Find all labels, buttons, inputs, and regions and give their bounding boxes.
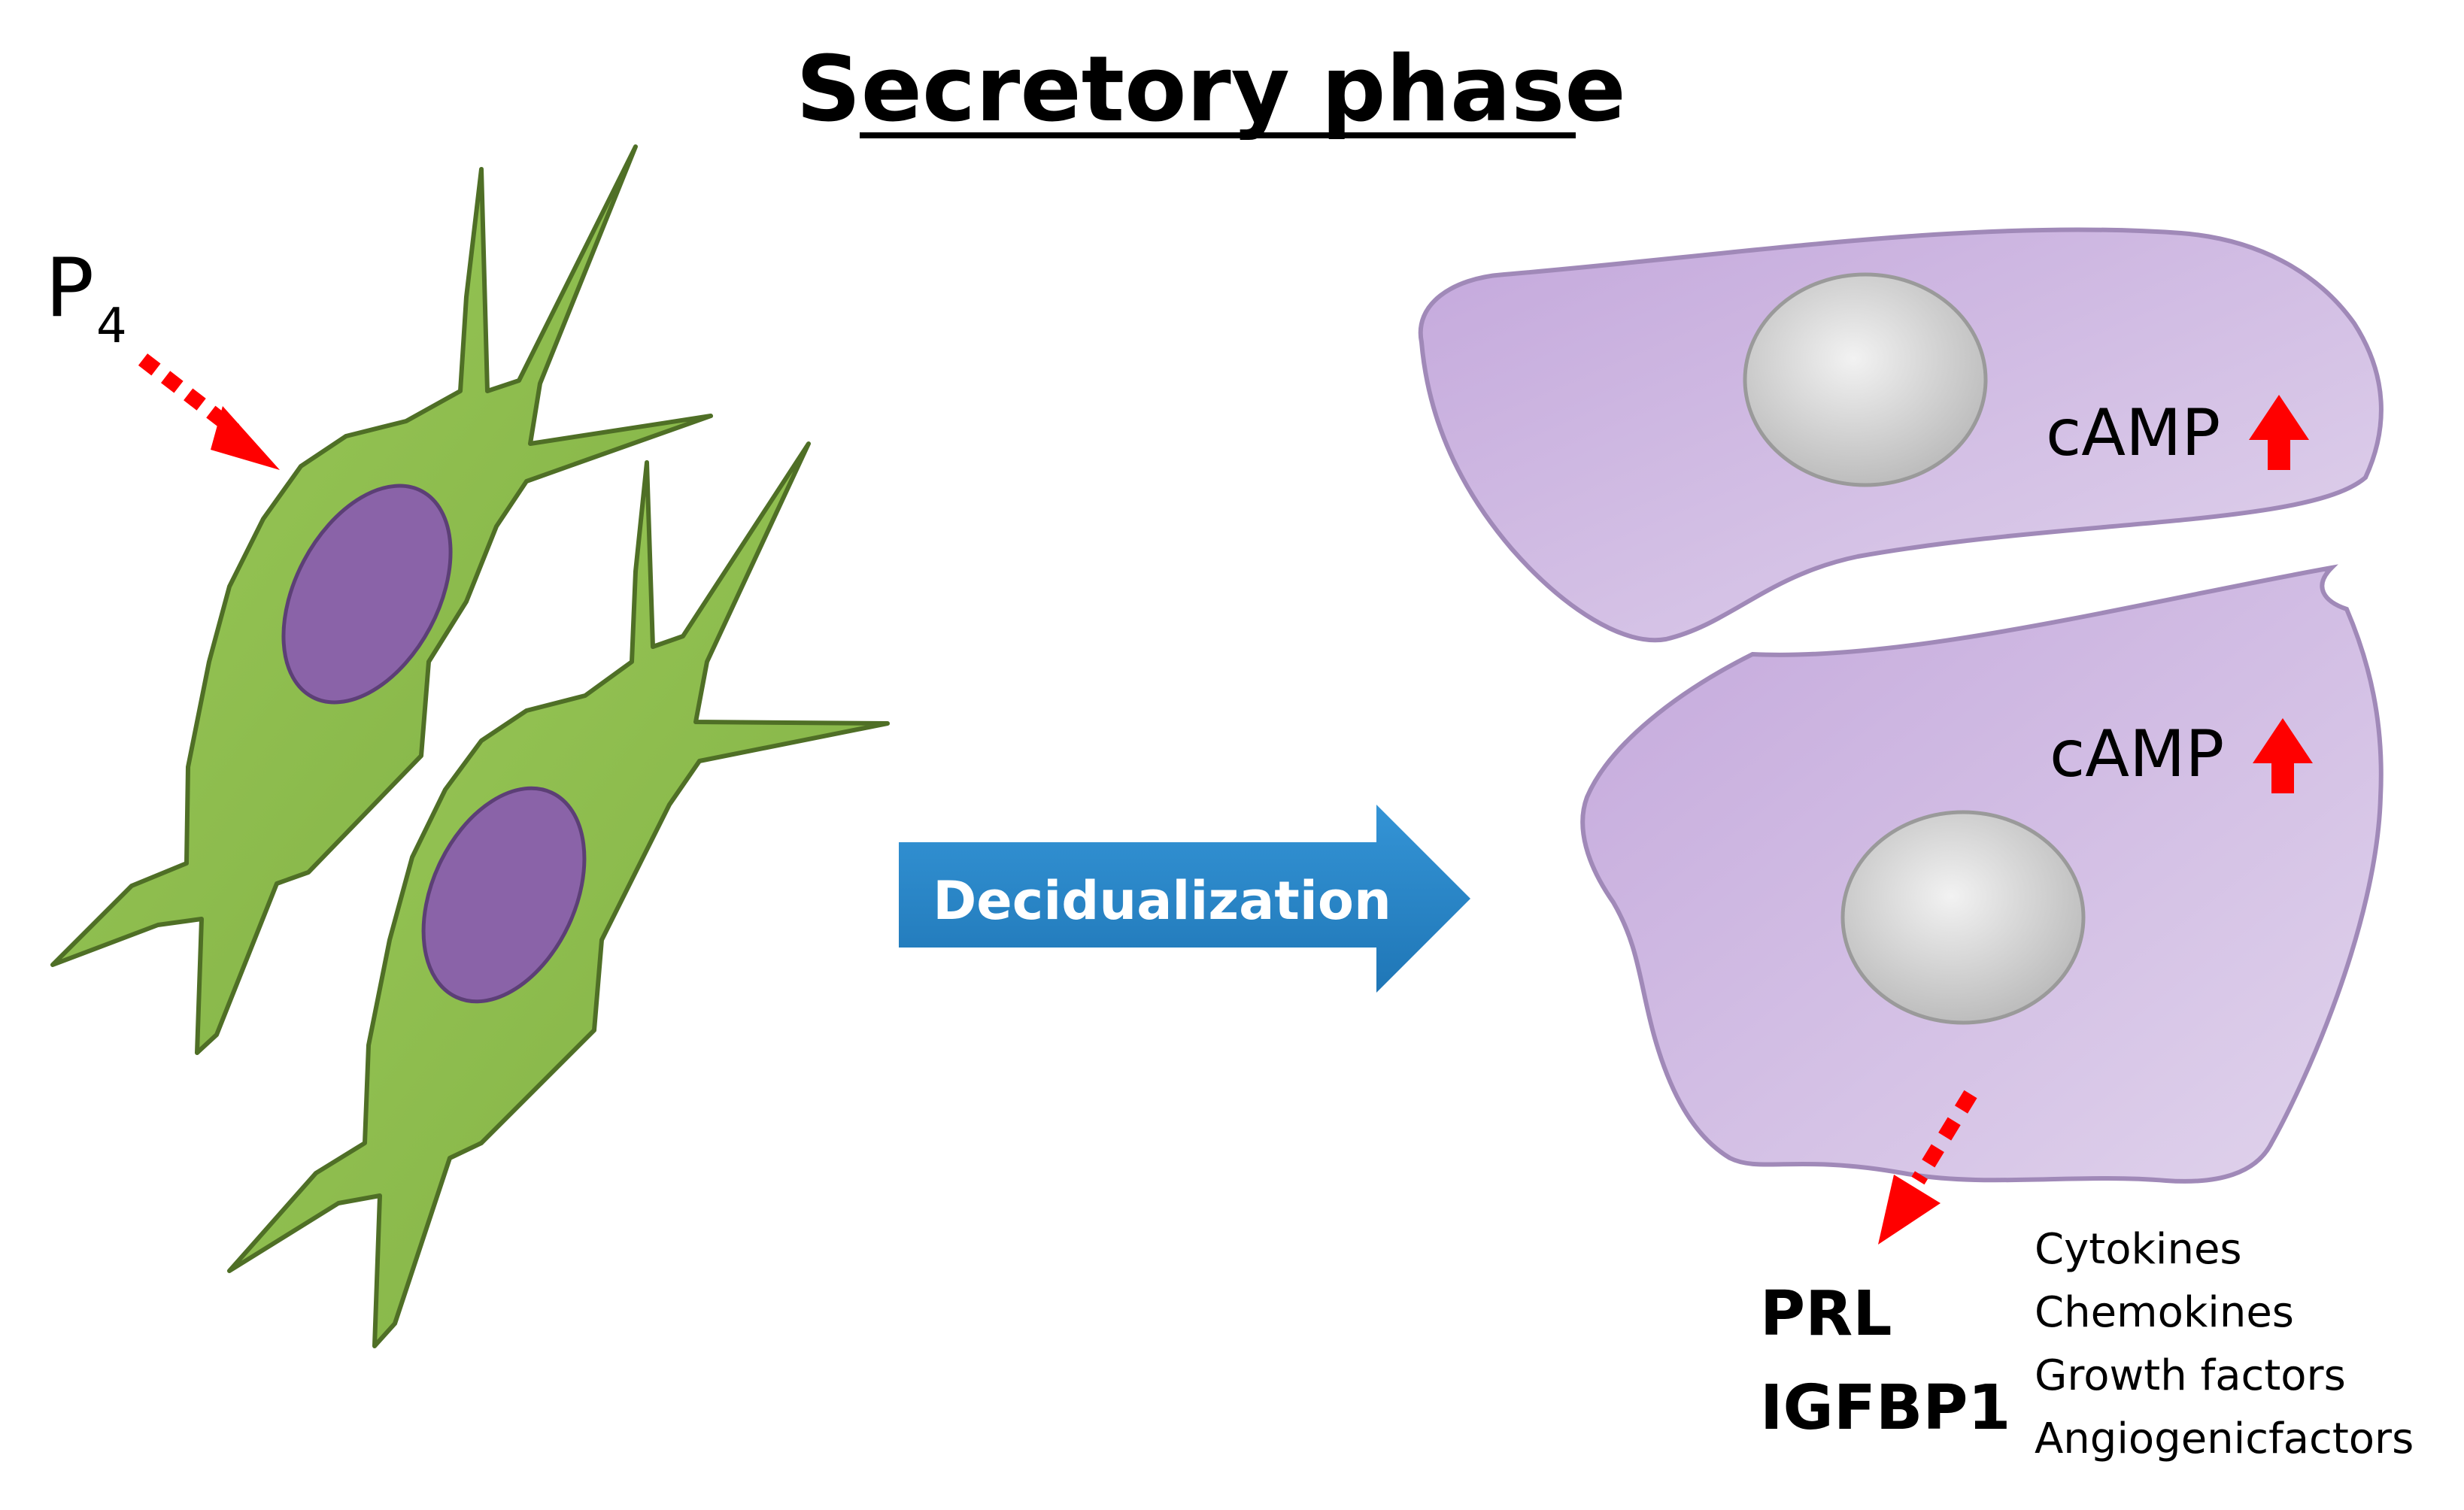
red-up-arrow-icon — [2253, 718, 2313, 793]
secreted-igfbp1: IGFBP1 — [1760, 1372, 2011, 1444]
stromal-nucleus-1 — [281, 484, 453, 705]
diagram-title: Secretory phase — [796, 38, 1626, 142]
factor-item: Growth factors — [2035, 1351, 2346, 1400]
stromal-nucleus-2 — [421, 786, 587, 1004]
dotted-red-arrow-icon — [138, 353, 280, 470]
camp-label-bottom: cAMP — [2050, 717, 2224, 792]
blue-block-arrow-icon — [899, 805, 1470, 993]
decidualization-arrow: Decidualization — [899, 805, 1470, 993]
decidual-nucleus-top — [1743, 272, 1988, 487]
factor-item: Chemokines — [2035, 1288, 2294, 1337]
hormone-subscript: 4 — [96, 299, 127, 354]
stromal-cell-2 — [227, 441, 890, 1348]
camp-label-top: cAMP — [2046, 396, 2220, 471]
red-up-arrow-icon — [2249, 395, 2309, 470]
secreted-prl: PRL — [1760, 1278, 1892, 1350]
decidual-cell-top: cAMP — [1418, 227, 2384, 643]
decidual-cell-bottom: cAMP — [1580, 564, 2384, 1184]
factor-item: Angiogenicfactors — [2035, 1414, 2414, 1463]
dotted-red-arrow-icon — [1878, 1090, 1977, 1245]
decidual-nucleus-bottom — [1840, 810, 2086, 1025]
hormone-label: P — [45, 241, 94, 335]
decidualization-label: Decidualization — [933, 870, 1391, 932]
stromal-cell-1 — [50, 144, 713, 1055]
factor-item: Cytokines — [2035, 1225, 2242, 1274]
